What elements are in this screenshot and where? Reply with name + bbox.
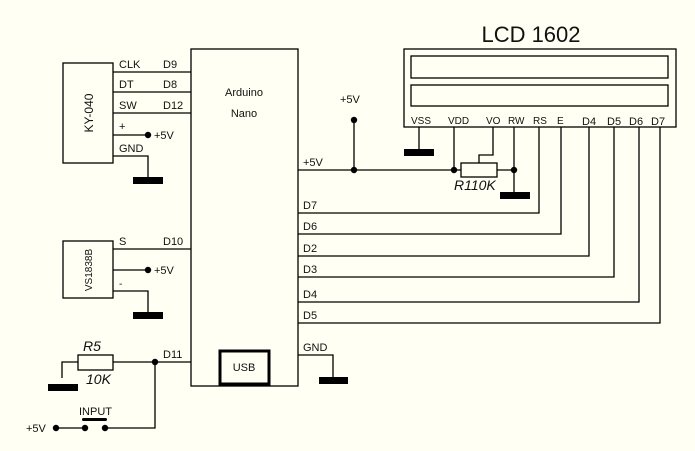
vcc-terminal [144, 266, 152, 274]
button-circuit: R5 10K D11 INPUT +5V [26, 338, 191, 435]
wire-d7-rs [298, 127, 540, 214]
wire-d2-d4 [298, 127, 590, 257]
lcd-pin-rs: RS [533, 116, 547, 127]
ground-symbol [133, 312, 163, 319]
lcd-vcc-label: +5V [340, 94, 361, 106]
vs1838b-pin-minus: - [119, 279, 122, 290]
ky040-pin-sw: SW [119, 100, 137, 112]
arduino-pin-d2: D2 [303, 243, 317, 255]
ky040-pin-dt: DT [119, 79, 134, 91]
arduino-gnd: GND [298, 342, 348, 384]
lcd-pin-rw: RW [508, 116, 525, 127]
lcd-row-2 [410, 84, 669, 107]
ground-symbol [319, 377, 348, 384]
ky040-pin-gnd: GND [119, 143, 144, 155]
ir-vcc-label: +5V [154, 265, 175, 277]
wire-arduino-gnd [298, 354, 334, 377]
ground-symbol [404, 149, 434, 156]
junction-dot [350, 166, 358, 174]
wire-button-d11 [105, 362, 156, 429]
arduino-pin-d5: D5 [303, 310, 317, 322]
pushbutton-actuator [82, 418, 107, 421]
arduino-label-2: Nano [231, 108, 257, 120]
lcd-row-1 [410, 55, 669, 79]
wire-d4-d6 [298, 127, 640, 303]
button-contact-right [101, 424, 109, 432]
arduino-body [190, 48, 299, 387]
wire-pot-wiper-vo [478, 127, 494, 163]
lcd-pin-d4: D4 [582, 116, 596, 128]
wire-d6-e [298, 127, 562, 235]
potentiometer-r1 [460, 162, 498, 178]
wire-d5-d7 [298, 127, 661, 324]
pot-label: R110K [454, 177, 496, 193]
arduino-pin-d11: D11 [163, 349, 182, 361]
lcd-pin-d5: D5 [607, 116, 621, 128]
resistor-r5 [77, 354, 114, 371]
vcc-terminal [52, 424, 60, 432]
lcd-pin-vdd: VDD [448, 116, 469, 127]
wire-ir-gnd [113, 290, 149, 313]
r5-name: R5 [83, 338, 101, 354]
vs1838b-receiver: VS1838B S D10 +5V - [62, 236, 191, 319]
arduino-pin-d12: D12 [163, 100, 183, 112]
lcd-pin-e: E [557, 116, 564, 127]
wire-encoder-gnd [113, 155, 149, 178]
lcd-pin-d7: D7 [651, 116, 665, 128]
arduino-pin-d9: D9 [163, 59, 177, 71]
ground-symbol [133, 177, 163, 184]
lcd-body [403, 48, 677, 128]
lcd-pin-vo: VO [486, 116, 501, 127]
arduino-pin-d3: D3 [303, 264, 317, 276]
usb-port [218, 349, 271, 386]
vcc-rail: +5V +5V [298, 94, 454, 174]
lcd-pin-vss: VSS [411, 116, 431, 127]
lcd-data-bus: D7 D6 D2 D3 D4 D5 [298, 127, 661, 324]
button-label: INPUT [79, 406, 112, 418]
ky040-pin-plus: + [119, 121, 125, 133]
arduino-pin-d7: D7 [303, 200, 317, 212]
arduino-pin-d4: D4 [303, 289, 317, 301]
vcc-terminal [350, 116, 358, 124]
button-vcc-label: +5V [26, 423, 47, 435]
wire-r5-gnd [61, 361, 78, 378]
arduino-pin-d6: D6 [303, 221, 317, 233]
lcd-1602: LCD 1602 VSS VDD VO RW RS E D4 D5 D6 D7 … [403, 22, 677, 199]
lcd-title: LCD 1602 [481, 22, 580, 47]
ky040-pin-clk: CLK [119, 59, 141, 71]
arduino-pin-5v: +5V [303, 157, 324, 169]
ground-symbol [500, 192, 530, 199]
arduino-pin-d8: D8 [163, 79, 177, 91]
arduino-pin-gnd: GND [303, 342, 328, 354]
encoder-vcc-label: +5V [154, 130, 175, 142]
ground-symbol [48, 384, 78, 391]
wire-d3-d5 [298, 127, 615, 278]
arduino-label-1: Arduino [225, 87, 263, 99]
ky040-label: KY-040 [82, 93, 96, 132]
r5-value: 10K [86, 371, 112, 387]
vs1838b-label: VS1838B [84, 249, 95, 292]
arduino-pin-d10: D10 [163, 236, 183, 248]
arduino-nano: Arduino Nano USB [190, 48, 299, 387]
usb-label: USB [233, 362, 256, 374]
vcc-terminal [144, 131, 152, 139]
lcd-pin-d6: D6 [629, 116, 643, 128]
button-contact-left [81, 424, 89, 432]
vs1838b-pin-s: S [119, 236, 126, 248]
ky040-encoder: KY-040 CLK D9 DT D8 SW D12 + +5V GND [62, 59, 191, 184]
